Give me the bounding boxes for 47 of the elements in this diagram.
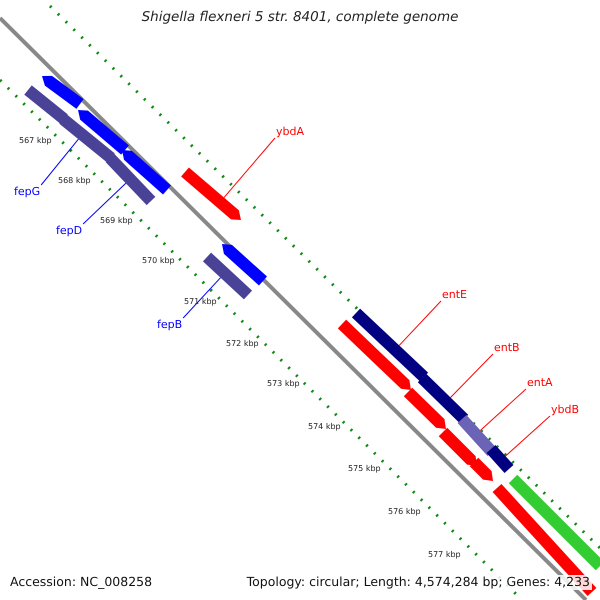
leader-line: [398, 300, 442, 346]
gene-label: ybdB: [551, 404, 580, 415]
gene-label: entB: [494, 342, 520, 353]
gene-segment: [106, 154, 156, 206]
tick-label: 577 kbp: [428, 551, 461, 559]
gene-label: ybdA: [276, 126, 304, 137]
gene-feature: [222, 244, 268, 286]
leader-line: [223, 138, 276, 198]
tick-label: 570 kbp: [142, 257, 175, 265]
gene-label: fepB: [157, 319, 182, 330]
leader-line: [40, 138, 79, 186]
tick-label: 567 kbp: [19, 137, 52, 145]
gene-label: fepD: [56, 225, 82, 236]
leader-line: [82, 182, 126, 224]
gene-label: entE: [442, 289, 468, 300]
accession-text: Accession: NC_008258: [8, 575, 154, 590]
tick-label: 573 kbp: [267, 380, 300, 388]
tick-label: 576 kbp: [388, 508, 421, 516]
tick-label: 572 kbp: [226, 340, 259, 348]
gene-segment: [352, 308, 428, 382]
gene-feature: [42, 76, 84, 109]
genome-info-text: Topology: circular; Length: 4,574,284 bp; Genes: 4,233: [244, 575, 592, 590]
tick-label: 575 kbp: [348, 465, 381, 473]
gene-segment: [202, 252, 252, 300]
tick-label: 571 kbp: [184, 298, 217, 306]
gene-segment: [24, 85, 68, 124]
leader-line: [480, 388, 526, 431]
gene-feature: [404, 388, 446, 429]
gene-feature: [438, 428, 477, 466]
tick-label: 574 kbp: [308, 423, 341, 431]
gene-label: fepG: [14, 186, 40, 197]
tick-label: 568 kbp: [58, 177, 91, 185]
gene-segment: [418, 374, 468, 424]
gene-feature: [338, 320, 411, 390]
gene-feature: [122, 150, 171, 194]
tick-label: 569 kbp: [100, 217, 133, 225]
leader-line: [504, 416, 550, 457]
gene-segment: [486, 444, 514, 474]
gene-feature: [181, 167, 241, 220]
gene-feature: [78, 110, 129, 155]
gene-segment: [458, 414, 496, 456]
leader-line: [182, 277, 222, 318]
gene-segment: [508, 474, 600, 570]
leader-line: [450, 354, 494, 398]
gene-segment: [59, 114, 115, 163]
title: Shigella flexneri 5 str. 8401, complete genome: [140, 11, 460, 24]
gene-label: entA: [527, 377, 553, 388]
